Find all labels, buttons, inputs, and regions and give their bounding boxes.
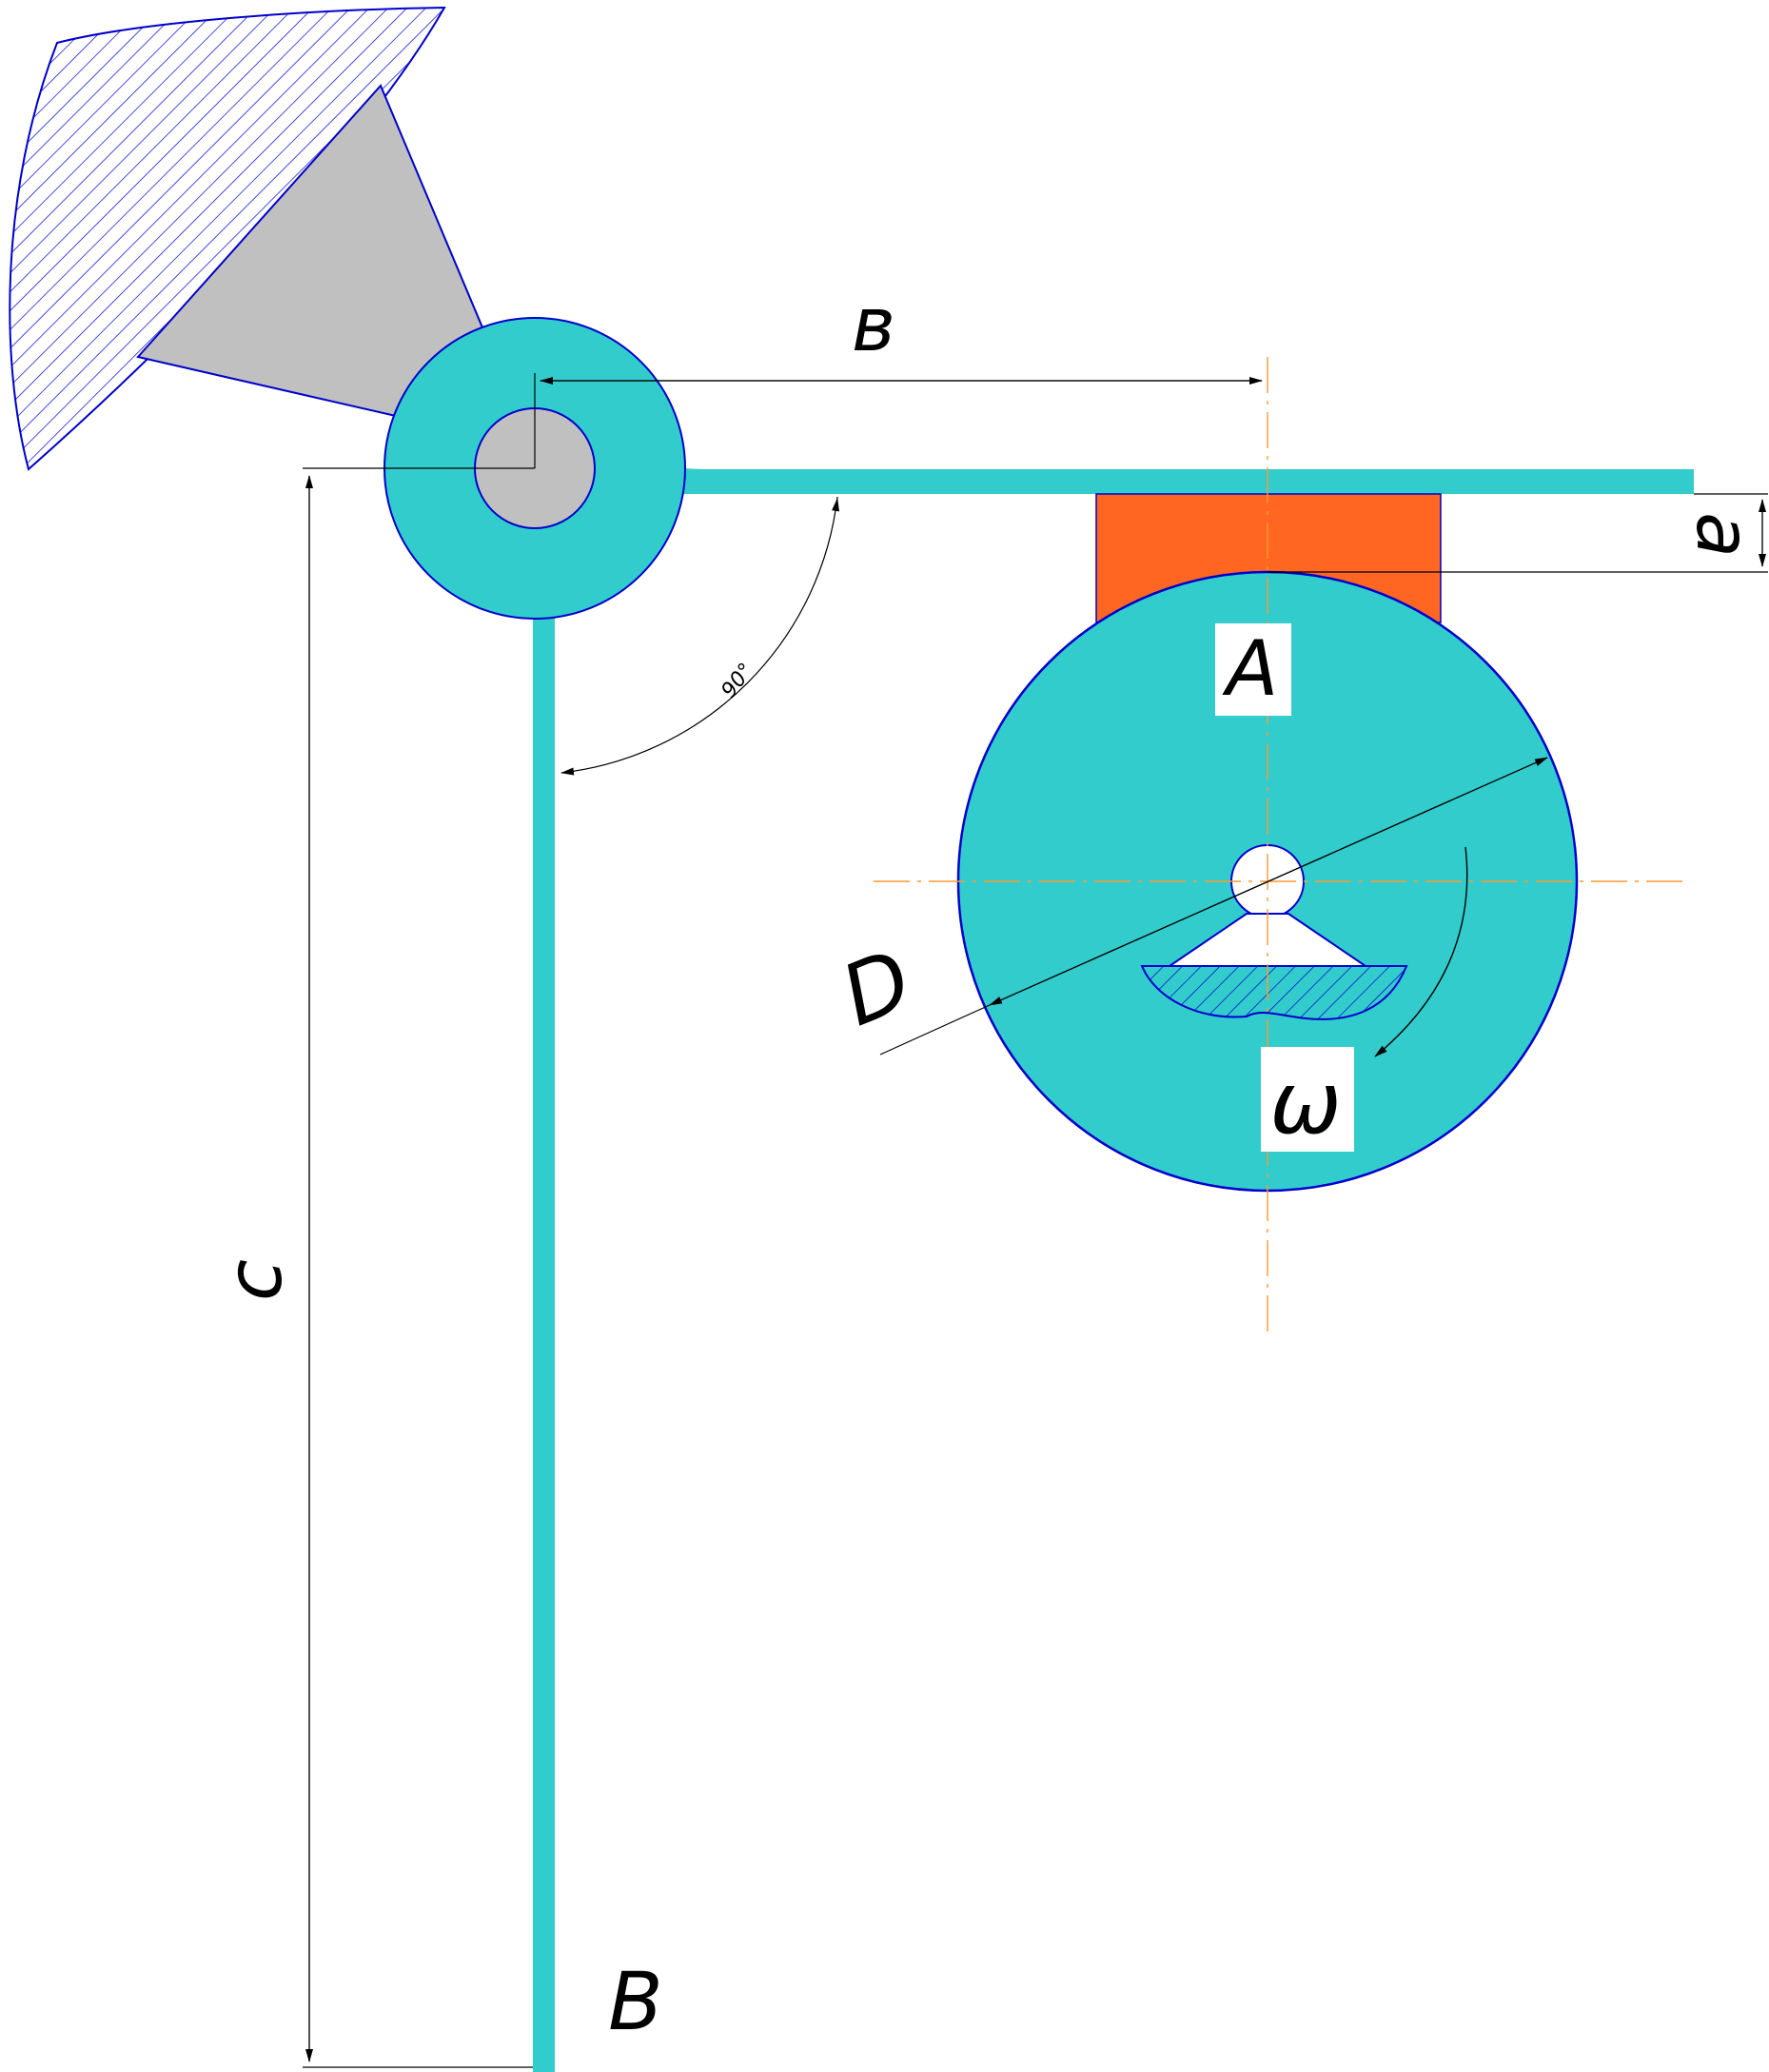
label-omega: ω <box>1269 1054 1341 1154</box>
label-D: D <box>828 930 924 1045</box>
label-B: B <box>608 1955 663 2048</box>
rotation-arrow <box>1374 846 1468 1057</box>
dimension-a <box>1268 493 1768 573</box>
label-A: A <box>1222 624 1279 713</box>
vertical-arm <box>533 571 555 2072</box>
dim-D-leader <box>879 1004 991 1056</box>
lever-body <box>383 317 1694 2072</box>
angle-arc-90 <box>560 496 838 776</box>
horizontal-arm <box>657 469 1694 494</box>
label-angle-90: 90° <box>717 659 759 702</box>
dimension-c <box>303 467 533 2068</box>
label-A-background <box>1215 623 1291 716</box>
dimension-b <box>476 373 1263 469</box>
label-b: в <box>852 283 895 368</box>
dimension-D <box>879 757 1548 1056</box>
cam-center-lines <box>874 357 1684 1337</box>
angle-arc-90-start-arrow <box>832 498 839 512</box>
label-a: a <box>1680 512 1765 558</box>
label-omega-background <box>1261 1047 1354 1152</box>
cam-shaft-ground-hatched <box>1140 965 1408 1020</box>
label-c: c <box>210 1259 299 1301</box>
dim-D-line-b <box>989 757 1548 1006</box>
